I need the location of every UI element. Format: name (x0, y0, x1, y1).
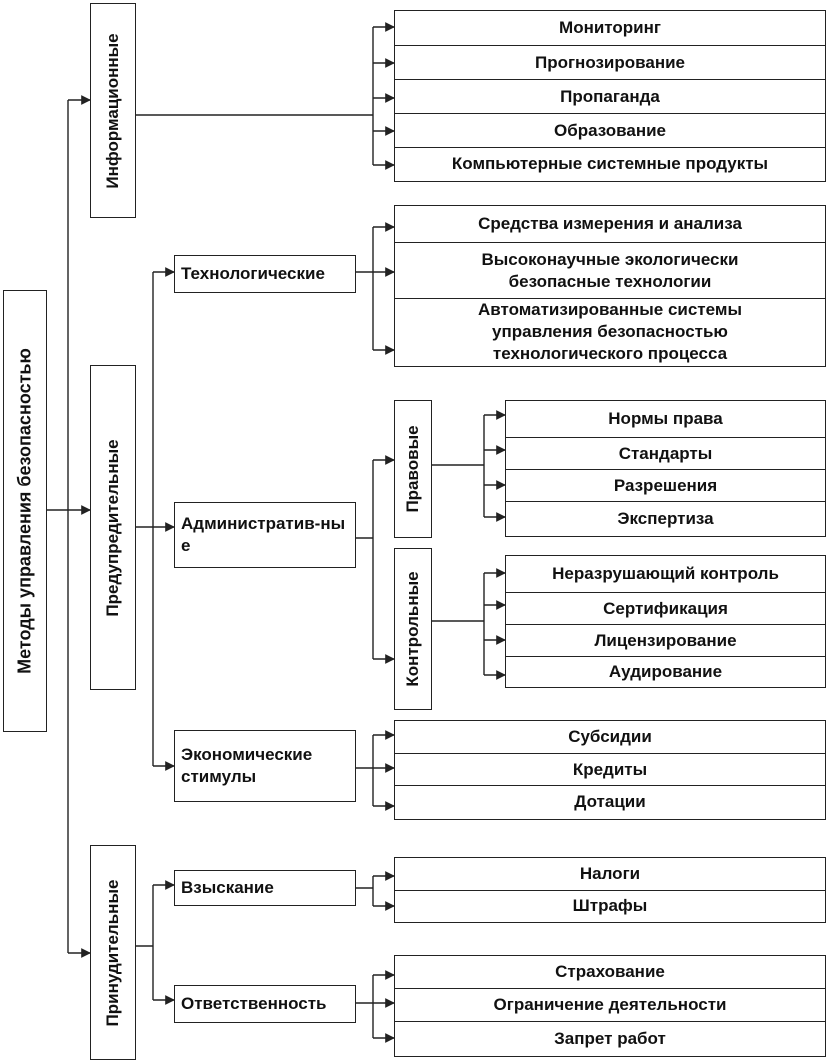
legal-label: Правовые (403, 425, 422, 513)
economic-box: Экономические стимулы (174, 730, 356, 802)
liability-items-box: Страхование Ограничение деятельности Зап… (394, 955, 826, 1057)
legal-box: Правовые (394, 400, 432, 538)
list-item: Высоконаучные экологически безопасные те… (395, 242, 825, 298)
technological-items-box: Средства измерения и анализа Высоконаучн… (394, 205, 826, 367)
list-item: Дотации (395, 785, 825, 818)
list-item: Лицензирование (506, 624, 825, 656)
list-item: Неразрушающий контроль (552, 564, 779, 584)
list-item: Автоматизированные системы управления бе… (395, 298, 825, 365)
list-item: Кредиты (395, 753, 825, 785)
informational-box: Информационные (90, 3, 136, 218)
list-item: Экспертиза (506, 501, 825, 535)
economic-items-box: Субсидии Кредиты Дотации (394, 720, 826, 820)
recovery-box: Взыскание (174, 870, 356, 906)
control-label: Контрольные (403, 571, 422, 687)
root-box: Методы управления безопасностью (3, 290, 47, 732)
informational-items-box: Мониторинг Прогнозирование Пропаганда Об… (394, 10, 826, 182)
technological-box: Технологические (174, 255, 356, 293)
coercive-label: Принудительные (103, 879, 122, 1026)
list-item: Пропаганда (395, 79, 825, 113)
list-item: Налоги (579, 864, 641, 884)
preventive-box: Предупредительные (90, 365, 136, 690)
list-item: Страхование (555, 962, 665, 982)
liability-box: Ответственность (174, 985, 356, 1023)
control-box: Контрольные (394, 548, 432, 710)
list-item: Сертификация (506, 592, 825, 624)
recovery-items-box: Налоги Штрафы (394, 857, 826, 923)
list-item: Стандарты (506, 437, 825, 469)
list-item: Субсидии (568, 727, 652, 747)
list-item: Штрафы (395, 890, 825, 921)
list-item: Образование (395, 113, 825, 147)
list-item: Нормы права (608, 409, 723, 429)
list-item: Разрешения (506, 469, 825, 501)
list-item: Запрет работ (395, 1021, 825, 1055)
coercive-box: Принудительные (90, 845, 136, 1060)
legal-items-box: Нормы права Стандарты Разрешения Эксперт… (505, 400, 826, 537)
list-item: Мониторинг (559, 18, 661, 38)
list-item: Аудирование (506, 656, 825, 686)
list-item: Прогнозирование (395, 45, 825, 79)
list-item: Средства измерения и анализа (478, 214, 742, 234)
administrative-box: Административ-ные (174, 502, 356, 568)
list-item: Ограничение деятельности (395, 988, 825, 1021)
preventive-label: Предупредительные (103, 438, 122, 617)
control-items-box: Неразрушающий контроль Сертификация Лице… (505, 555, 826, 688)
list-item: Компьютерные системные продукты (395, 147, 825, 180)
informational-label: Информационные (103, 32, 122, 189)
root-label: Методы управления безопасностью (14, 348, 35, 674)
